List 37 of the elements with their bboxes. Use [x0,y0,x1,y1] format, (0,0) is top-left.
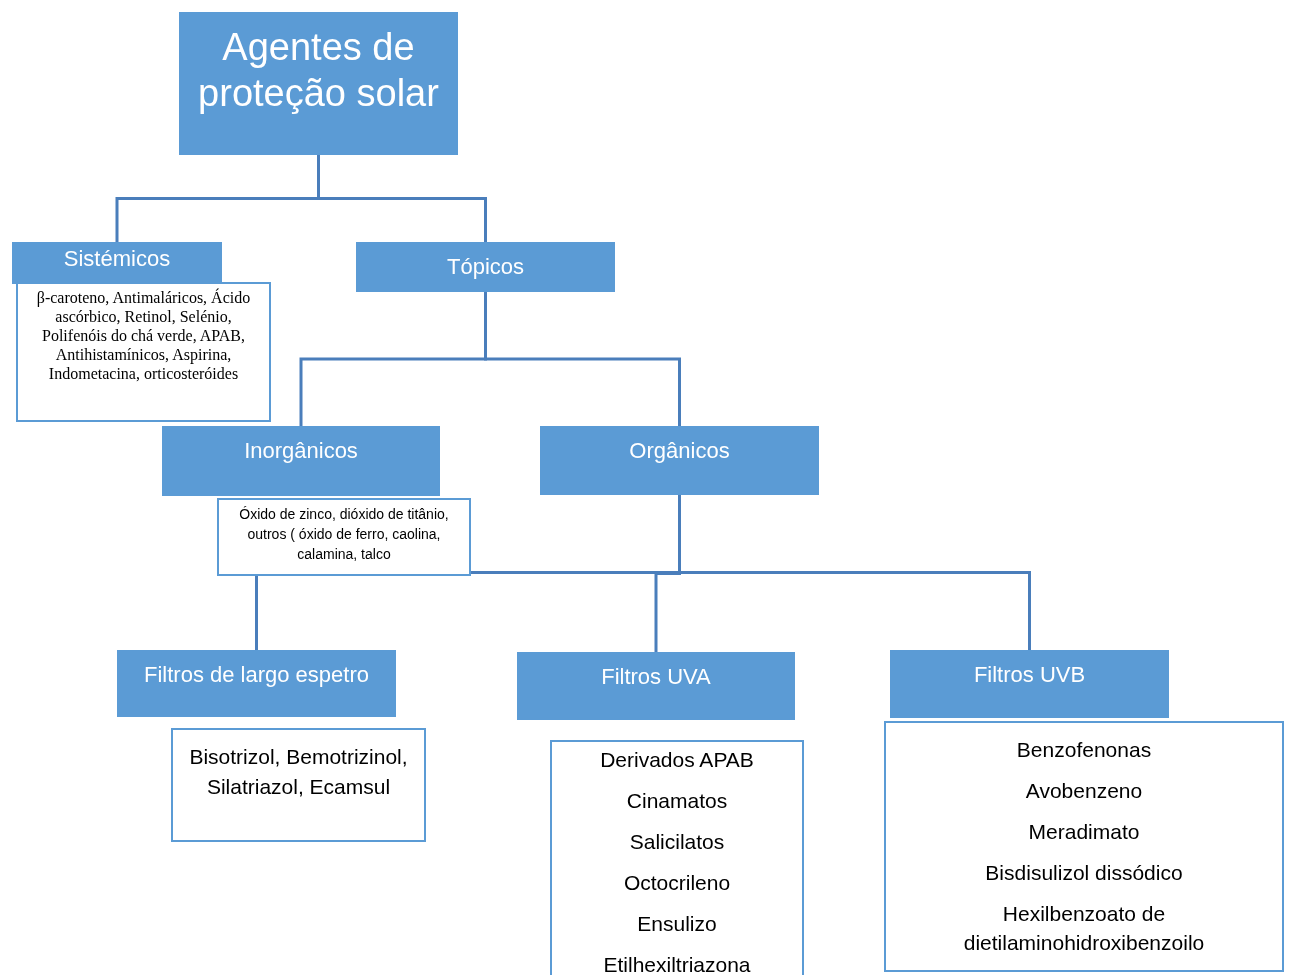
list-item: Cinamatos [626,788,728,814]
category-box [517,652,795,720]
list-item: Bisotrizol, Bemotrizinol, Silatriazol, Ecamsul [188,744,409,800]
list-item: Derivados APAB [600,747,754,773]
list-box [884,721,1284,972]
list-item: Bisdisulizol dissódico [985,860,1183,886]
list-box [171,728,426,842]
list-item: Ensulizo [637,911,717,937]
list-item: Octocrileno [623,870,731,896]
node-label: Inorgânicos [244,437,358,465]
category-box [117,650,396,717]
list-item: Etilhexiltriazona [603,952,751,975]
list-box [16,282,271,422]
node-label: Filtros UVB [973,661,1086,689]
node-label: Agentes de proteção solar [197,25,440,116]
list-item: Hexilbenzoato de dietilaminohidroxibenzoilo [962,901,1206,956]
node-label: Filtros de largo espetro [144,661,369,689]
connector-line [678,495,1031,650]
category-box [540,426,819,495]
category-box [890,650,1169,718]
list-box [550,740,804,975]
list-item: Óxido de zinco, dióxido de titânio, outros ( óxido de ferro, caolina, calamina, talco [238,505,450,564]
list-item: Benzofenonas [1016,737,1152,763]
node-label: Tópicos [446,253,524,281]
connector-line [484,292,681,426]
list-item: Avobenzeno [1025,778,1143,804]
category-box [356,242,615,292]
list-item: Salicilatos [629,829,725,855]
list-item: Meradimato [1028,819,1140,845]
node-label: Filtros UVA [601,663,711,691]
list-box [217,498,471,576]
list-item: β-caroteno, Antimaláricos, Ácido ascórbico, Retinol, Selénio, Polifenóis do chá verde, APAB, Antihistamínicos, Aspirina, Indometacina, orticosteróides [35,288,252,383]
category-box [12,242,222,284]
node-label: Sistémicos [63,245,171,273]
title-box [179,12,458,155]
category-box [162,426,440,496]
node-label: Orgânicos [629,437,730,465]
